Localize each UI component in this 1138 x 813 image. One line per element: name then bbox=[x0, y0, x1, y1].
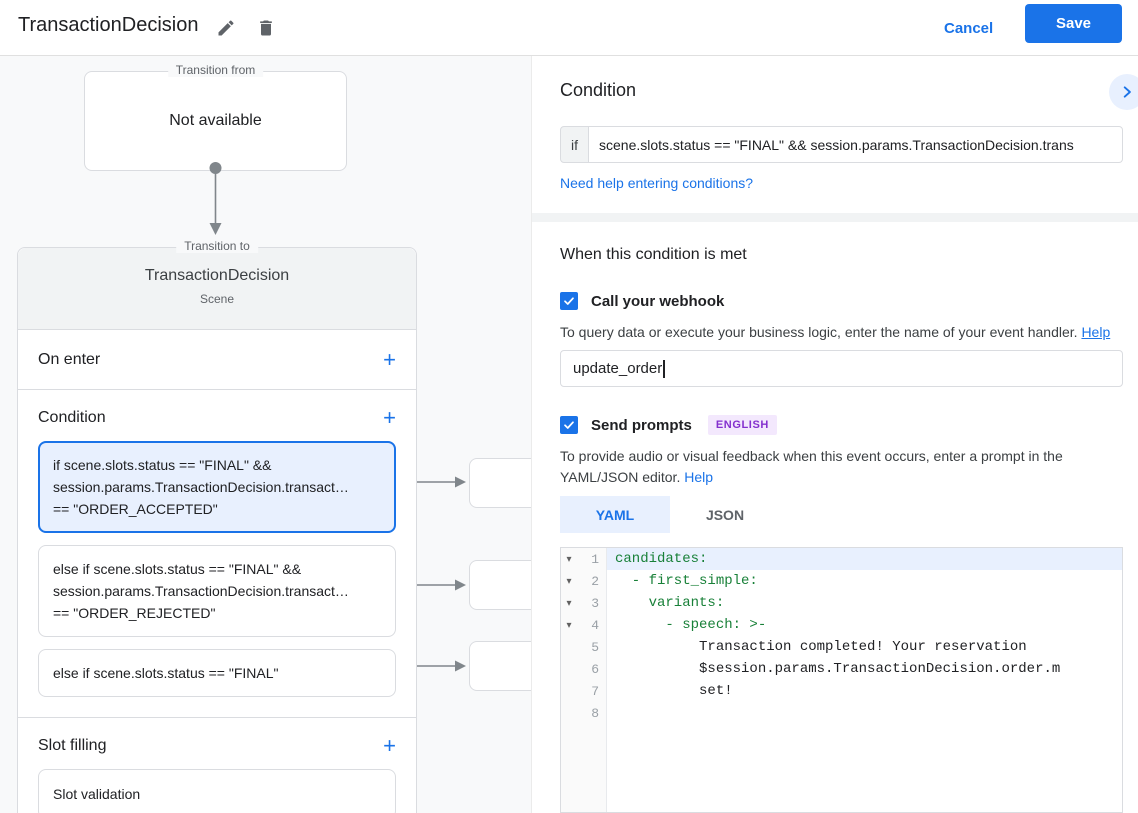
fold-toggle-icon[interactable]: ▾ bbox=[566, 575, 572, 587]
send-prompts-label: Send prompts bbox=[591, 416, 692, 434]
condition-item-final[interactable]: else if scene.slots.status == "FINAL" bbox=[38, 649, 396, 697]
editor-line-5[interactable]: 5 Transaction completed! Your reservatio… bbox=[561, 636, 1122, 658]
fold-toggle-icon[interactable]: ▾ bbox=[566, 619, 572, 631]
section-divider bbox=[532, 213, 1138, 222]
condition-section: Condition + if scene.slots.status == "FI… bbox=[18, 390, 416, 718]
delete-scene-button[interactable] bbox=[248, 10, 284, 46]
editor-line-gutter: 7 bbox=[561, 680, 607, 702]
scene-card-subtitle: Scene bbox=[199, 292, 235, 306]
webhook-description: To query data or execute your business l… bbox=[560, 324, 1111, 340]
code-text bbox=[607, 702, 1122, 724]
editor-tabs: YAML JSON bbox=[560, 496, 780, 533]
condition-item-rejected[interactable]: else if scene.slots.status == "FINAL" &&… bbox=[38, 545, 396, 637]
slot-filling-label: Slot filling bbox=[38, 737, 107, 754]
transition-from-label: Transition from bbox=[167, 63, 264, 77]
add-on-enter-button[interactable]: + bbox=[383, 346, 396, 372]
scene-card-header: TransactionDecision Scene bbox=[18, 248, 416, 330]
editor-line-gutter: ▾4 bbox=[561, 614, 607, 636]
line-number: 8 bbox=[591, 705, 599, 721]
condition-expression-input[interactable]: scene.slots.status == "FINAL" && session… bbox=[589, 126, 1123, 163]
prompts-help-link[interactable]: Help bbox=[684, 469, 714, 485]
trash-icon bbox=[260, 20, 272, 36]
editor-line-7[interactable]: 7 set! bbox=[561, 680, 1122, 702]
transition-from-box: Transition from Not available bbox=[84, 63, 347, 171]
webhook-label: Call your webhook bbox=[591, 292, 725, 310]
line-number: 5 bbox=[591, 639, 599, 655]
save-button[interactable]: Save bbox=[1025, 4, 1122, 43]
scene-card-title: TransactionDecision bbox=[144, 267, 290, 284]
fold-toggle-icon[interactable]: ▾ bbox=[566, 597, 572, 609]
scene-card: Transition to TransactionDecision Scene … bbox=[17, 239, 417, 813]
pencil-icon bbox=[218, 20, 234, 36]
condition-item-accepted[interactable]: if scene.slots.status == "FINAL" && sess… bbox=[38, 441, 396, 533]
transition-to-label: Transition to bbox=[176, 239, 258, 253]
add-slot-button[interactable]: + bbox=[383, 733, 396, 758]
line-number: 4 bbox=[591, 617, 599, 633]
slot-filling-section: Slot filling + Slot validation bbox=[18, 718, 416, 813]
code-text: $session.params.TransactionDecision.orde… bbox=[615, 661, 1061, 677]
transition-from-content: Not available bbox=[169, 112, 262, 129]
tab-yaml[interactable]: YAML bbox=[560, 496, 670, 533]
add-condition-button[interactable]: + bbox=[383, 405, 396, 430]
code-text: - speech: >- bbox=[615, 617, 767, 633]
editor-line-6[interactable]: 6 $session.params.TransactionDecision.or… bbox=[561, 658, 1122, 680]
code-text: variants: bbox=[615, 595, 725, 611]
on-enter-row: On enter + bbox=[18, 330, 416, 390]
on-enter-label: On enter bbox=[38, 350, 101, 368]
condition-help-link[interactable]: Need help entering conditions? bbox=[560, 175, 754, 191]
line-number: 1 bbox=[591, 551, 599, 567]
chevron-right-icon bbox=[1123, 86, 1131, 98]
editor-line-4[interactable]: ▾4 - speech: >- bbox=[561, 614, 1122, 636]
webhook-help-link[interactable]: Help bbox=[1081, 324, 1111, 340]
webhook-handler-input[interactable]: update_order bbox=[560, 350, 1123, 387]
condition-detail-panel: Condition if scene.slots.status == "FINA… bbox=[531, 56, 1138, 813]
fold-toggle-icon[interactable]: ▾ bbox=[566, 553, 572, 565]
line-number: 6 bbox=[591, 661, 599, 677]
webhook-checkbox-row: Call your webhook bbox=[560, 292, 724, 310]
send-prompts-row: Send prompts ENGLISH bbox=[560, 415, 777, 435]
line-number: 7 bbox=[591, 683, 599, 699]
condition-expression-row: if scene.slots.status == "FINAL" && sess… bbox=[560, 126, 1123, 163]
text-cursor bbox=[663, 359, 666, 378]
page-title: TransactionDecision bbox=[18, 14, 199, 36]
condition-met-title: When this condition is met bbox=[560, 246, 747, 263]
tab-json[interactable]: JSON bbox=[705, 506, 745, 523]
check-icon bbox=[564, 297, 574, 305]
slot-validation-item[interactable]: Slot validation bbox=[38, 769, 396, 813]
panel-title: Condition bbox=[560, 80, 637, 100]
webhook-checkbox[interactable] bbox=[560, 292, 578, 310]
code-text: set! bbox=[615, 683, 733, 699]
code-text: - first_simple: bbox=[615, 573, 758, 589]
line-number: 3 bbox=[591, 595, 599, 611]
language-badge: ENGLISH bbox=[707, 415, 777, 435]
collapse-panel-button[interactable] bbox=[1109, 74, 1138, 110]
editor-line-gutter: 8 bbox=[561, 702, 607, 724]
editor-line-gutter: ▾2 bbox=[561, 570, 607, 592]
top-bar: TransactionDecision Cancel Save bbox=[0, 0, 1138, 56]
cancel-button[interactable]: Cancel bbox=[938, 13, 999, 43]
if-prefix: if bbox=[560, 126, 589, 163]
editor-gutter bbox=[561, 548, 607, 812]
check-icon bbox=[564, 421, 574, 429]
editor-line-gutter: ▾3 bbox=[561, 592, 607, 614]
code-text: candidates: bbox=[607, 548, 1122, 570]
code-text: Transaction completed! Your reservation bbox=[615, 639, 1027, 655]
line-number: 2 bbox=[591, 573, 599, 589]
condition-section-label: Condition bbox=[38, 409, 106, 426]
editor-line-3[interactable]: ▾3 variants: bbox=[561, 592, 1122, 614]
editor-line-gutter: 6 bbox=[561, 658, 607, 680]
edit-scene-button[interactable] bbox=[208, 10, 244, 46]
editor-line-gutter: ▾1 bbox=[561, 548, 607, 570]
send-prompts-description: To provide audio or visual feedback when… bbox=[560, 448, 1063, 485]
editor-line-gutter: 5 bbox=[561, 636, 607, 658]
editor-line-8[interactable]: 8 bbox=[561, 702, 1122, 724]
send-prompts-checkbox[interactable] bbox=[560, 416, 578, 434]
editor-line-2[interactable]: ▾2 - first_simple: bbox=[561, 570, 1122, 592]
